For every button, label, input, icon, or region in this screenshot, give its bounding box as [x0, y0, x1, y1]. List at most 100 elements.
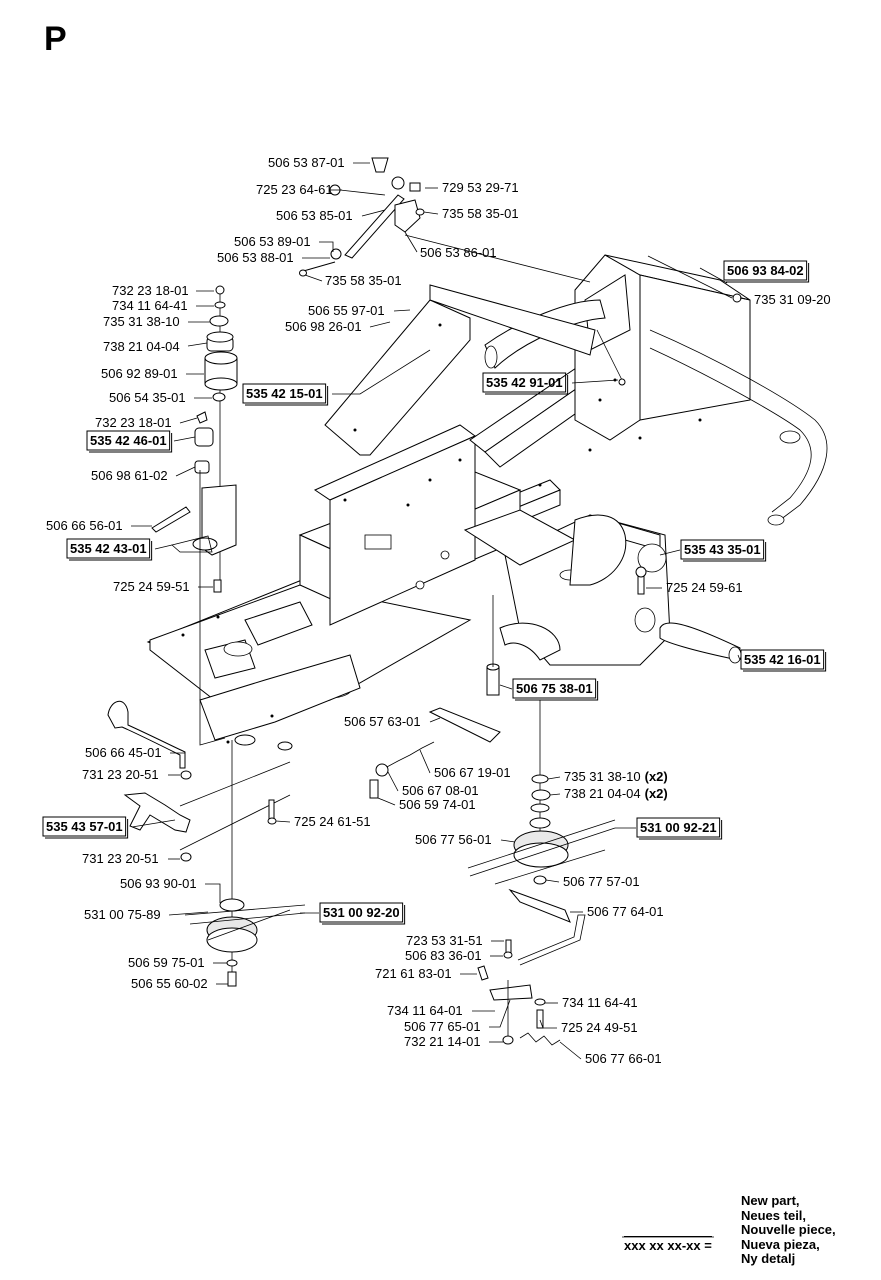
callout-part: 506 98 26-01: [285, 319, 391, 334]
leader-line: [559, 1041, 582, 1060]
callout-part: 506 77 57-01: [545, 874, 640, 889]
part-number-label: 732 21 14-01: [404, 1034, 481, 1049]
leader-line: [404, 231, 418, 253]
part-number-label: 506 53 89-01: [234, 234, 311, 249]
new-part-frame: [242, 383, 327, 404]
part-number-label: 506 77 64-01: [587, 904, 664, 919]
leader-line: [499, 684, 513, 690]
quantity-suffix: (x2): [645, 769, 668, 784]
leader-line: [387, 771, 399, 792]
legend-line-en: New part,: [741, 1193, 800, 1208]
part-number-label: 535 43 35-01: [684, 542, 761, 557]
part-number-label: 535 42 91-01: [486, 375, 563, 390]
part-number-label: 738 21 04-04: [103, 339, 180, 354]
callout-part: 506 66 56-01: [46, 518, 152, 533]
callout-part: 723 53 31-51: [406, 933, 504, 948]
callout-part: 506 59 75-01: [128, 955, 227, 970]
callout-part: 506 77 66-01: [559, 1041, 662, 1066]
new-part-frame-shadow: [485, 375, 569, 395]
leader-line: [179, 417, 198, 424]
part-number-label: 725 24 59-51: [113, 579, 190, 594]
callout-new-part: 531 00 92-20: [300, 902, 406, 925]
part-number-label: 506 67 08-01: [402, 783, 479, 798]
leader-line: [737, 654, 741, 661]
part-number-label: 506 53 88-01: [217, 250, 294, 265]
part-number-label: 732 23 18-01: [112, 283, 189, 298]
new-part-frame: [723, 260, 808, 281]
callout-new-part: 506 93 84-02: [699, 260, 810, 284]
part-number-label: 506 93 90-01: [120, 876, 197, 891]
legend-line-fr: Nouvelle piece,: [741, 1222, 836, 1237]
part-number-label: 506 53 86-01: [420, 245, 497, 260]
callout-part: 725 24 59-51: [113, 579, 213, 594]
part-number-label: 731 23 20-51: [82, 767, 159, 782]
callout-part: 506 53 87-01: [268, 155, 370, 170]
part-number-label: 535 42 16-01: [744, 652, 821, 667]
legend-code-example: xxx xx xx-xx =: [624, 1236, 712, 1253]
callout-new-part: 535 42 16-01: [737, 649, 827, 672]
legend-line-es: Nueva pieza,: [741, 1236, 820, 1252]
callout-part: 738 21 04-04(x2): [549, 786, 668, 801]
part-number-label: 506 98 61-02: [91, 468, 168, 483]
leader-line: [170, 752, 186, 768]
part-number-label: 723 53 31-51: [406, 933, 483, 948]
leader-line: [332, 349, 431, 395]
new-part-frame: [86, 430, 171, 451]
callout-part: 506 53 89-01: [234, 234, 334, 252]
new-part-frame: [512, 678, 597, 699]
callout-part: 506 92 89-01: [101, 366, 204, 381]
part-number-label: 506 83 36-01: [405, 948, 482, 963]
part-number-label: 738 21 04-04: [564, 786, 641, 801]
callout-part: 732 23 18-01: [112, 283, 214, 298]
new-part-frame-shadow: [45, 819, 129, 839]
left-spindle-stack: [151, 285, 238, 746]
callout-part: 506 98 61-02: [91, 466, 196, 483]
callout-part: 506 77 56-01: [415, 832, 516, 847]
leader-line: [205, 883, 221, 903]
leader-line: [131, 819, 176, 828]
new-part-frame-shadow: [515, 681, 599, 701]
leader-line: [154, 544, 173, 550]
part-number-label: 506 66 56-01: [46, 518, 123, 533]
callout-part: 735 31 38-10: [103, 314, 210, 329]
leader-line: [549, 793, 561, 796]
part-number-label: 506 98 26-01: [285, 319, 362, 334]
part-number-label: 506 59 74-01: [399, 797, 476, 812]
leader-line: [377, 797, 396, 806]
leader-line: [304, 274, 323, 282]
new-part-frame: [740, 649, 825, 670]
callout-part: 729 53 29-71: [425, 180, 519, 195]
new-part-frame: [66, 538, 151, 559]
part-number-label: 735 31 38-10: [564, 769, 641, 784]
callout-new-part: 535 42 91-01: [482, 372, 619, 395]
part-number-label: 506 77 66-01: [585, 1051, 662, 1066]
leader-line: [739, 297, 751, 301]
callout-part: 735 31 38-10 (x2): [547, 769, 668, 784]
leader-line: [168, 911, 209, 916]
callout-part: 735 31 09-20: [739, 292, 831, 307]
part-number-label: 506 93 84-02: [727, 263, 804, 278]
callout-part: 506 59 74-01: [377, 797, 476, 812]
part-number-label: 735 58 35-01: [325, 273, 402, 288]
leader-line: [175, 466, 196, 477]
leader-line: [423, 211, 439, 215]
callout-part: 731 23 20-51: [82, 851, 180, 866]
callout-part: 734 11 64-41: [545, 995, 638, 1010]
callout-part: 725 24 49-51: [539, 1019, 638, 1035]
leader-line: [489, 999, 511, 1028]
part-number-label: 506 59 75-01: [128, 955, 205, 970]
new-part-frame-shadow: [245, 386, 329, 406]
cover-plate: [324, 284, 596, 456]
new-part-frame: [636, 817, 721, 838]
callout-part: 531 00 75-89: [84, 907, 209, 922]
callout-part: 734 11 64-01: [387, 1003, 495, 1018]
part-number-label: 734 11 64-01: [387, 1003, 463, 1018]
part-number-label: 725 24 49-51: [561, 1020, 638, 1035]
part-number-label: 535 42 46-01: [90, 433, 167, 448]
new-part-frame-shadow: [69, 541, 153, 561]
part-number-label: 506 75 38-01: [516, 681, 593, 696]
callout-part: 732 21 14-01: [404, 1034, 503, 1049]
callout-part: 506 83 36-01: [405, 948, 503, 963]
